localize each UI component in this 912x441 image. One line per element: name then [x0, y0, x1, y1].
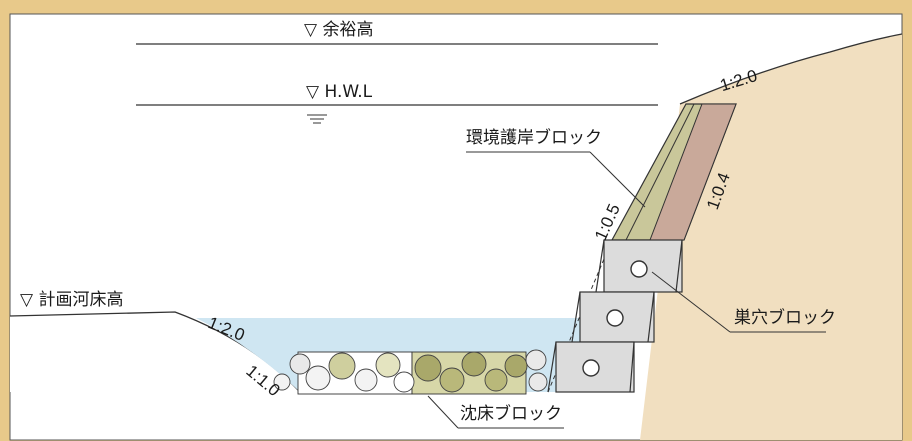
- nest-hole-block-label: 巣穴ブロック: [734, 308, 836, 328]
- revetment-inner-line: [625, 103, 695, 241]
- sinking-bed-block-label: 沈床ブロック: [460, 404, 562, 424]
- left-bank-ground: [10, 312, 300, 392]
- sinking-bed-stones: [273, 349, 548, 395]
- riverbed-level-label: ▽ 計画河床高: [20, 290, 124, 310]
- nest-hole-block-3: [547, 341, 635, 393]
- hwl-level-label: ▽ H.W.L: [306, 82, 373, 102]
- water-surface-icon: [307, 114, 327, 124]
- revetment-leader-line: [589, 151, 646, 208]
- nest-leader-line: [651, 271, 731, 333]
- sinking-bed-leader-line: [427, 395, 459, 429]
- freeboard-level-label: ▽ 余裕高: [304, 20, 374, 40]
- environmental-revetment-block-label: 環境護岸ブロック: [466, 128, 602, 148]
- nest-hole-block-2: [571, 291, 655, 343]
- upper-bank-slope: [679, 33, 903, 105]
- nest-hole-block-1: [595, 239, 683, 293]
